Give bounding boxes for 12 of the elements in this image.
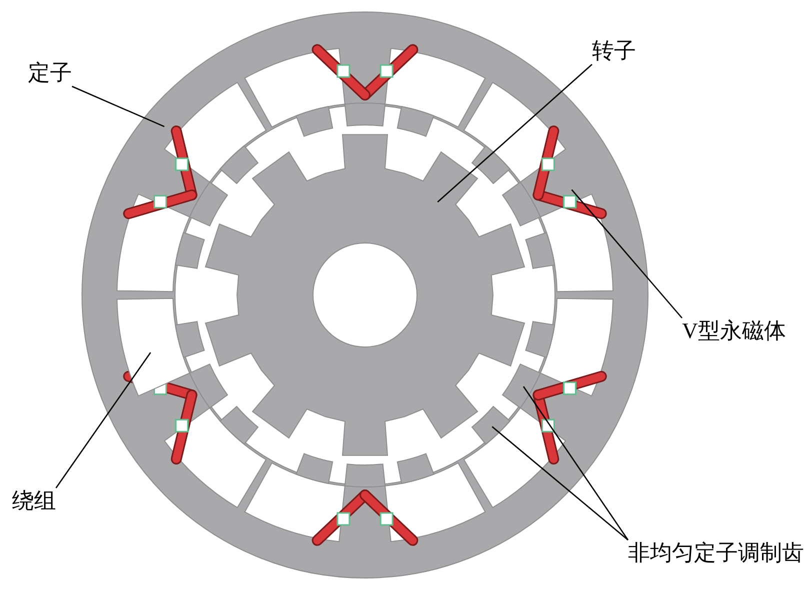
part-label: 绕组: [12, 488, 56, 514]
part-label: 转子: [592, 38, 636, 64]
magnet-drawing: [532, 125, 607, 220]
part-label: 定子: [28, 60, 72, 86]
leader-line: [571, 189, 682, 318]
leader-line: [437, 64, 592, 202]
part-label: V型永磁体: [682, 318, 786, 344]
part-label: 非均匀定子调制齿: [628, 540, 804, 566]
leader-line: [55, 352, 152, 488]
leader-line: [72, 86, 165, 128]
leader-line: [522, 386, 629, 540]
leader-line: [492, 426, 628, 540]
